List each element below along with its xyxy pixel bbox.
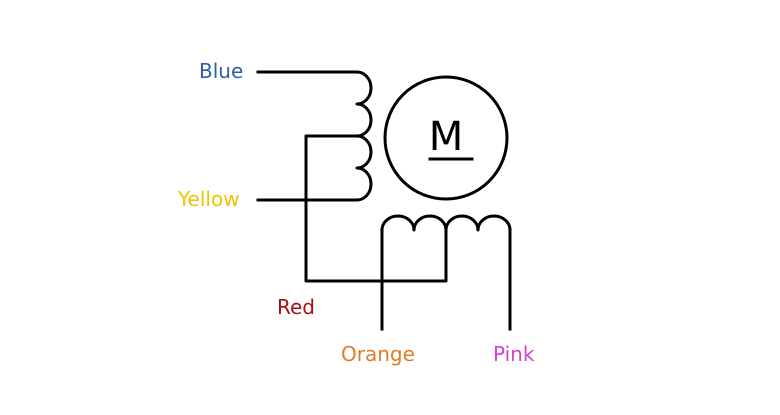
pink-wire-label: Pink — [493, 342, 535, 366]
horizontal-coil — [380, 214, 512, 232]
orange-wire-label: Orange — [341, 342, 415, 366]
blue-wire-label: Blue — [199, 59, 244, 83]
motor-symbol: M — [429, 114, 464, 160]
red-wire-label: Red — [277, 295, 315, 319]
motor-circle — [383, 75, 509, 201]
red-common-wire — [304, 134, 448, 283]
vertical-coil — [355, 70, 373, 202]
yellow-wire-label: Yellow — [178, 187, 240, 211]
